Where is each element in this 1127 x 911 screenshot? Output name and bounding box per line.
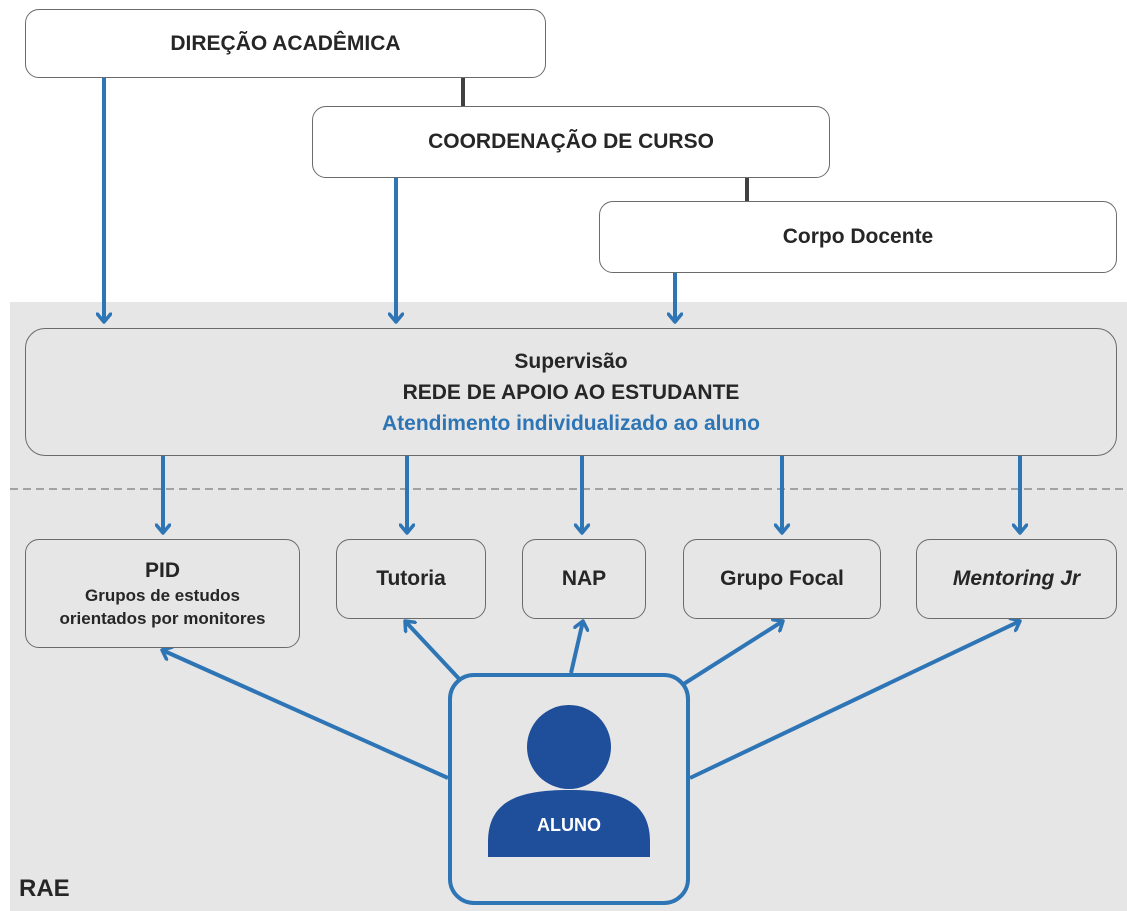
rae-label: RAE — [19, 875, 70, 902]
grupo-focal-box: Grupo Focal — [683, 539, 881, 619]
mentoring-jr-label: Mentoring Jr — [952, 567, 1081, 590]
arrow-aluno-nap — [569, 621, 583, 674]
atendimento-subtitle: Atendimento individualizado ao aluno — [381, 411, 760, 435]
corpo-docente-label: Corpo Docente — [782, 225, 934, 248]
direcao-academica-box: DIREÇÃO ACADÊMICA — [25, 9, 546, 78]
arrow-aluno-grupo-focal — [680, 621, 783, 687]
coordenacao-curso-label: COORDENAÇÃO DE CURSO — [428, 130, 714, 153]
direcao-academica-label: DIREÇÃO ACADÊMICA — [170, 31, 401, 55]
arrow-aluno-tutoria — [405, 621, 465, 685]
pid-description-line1: Grupos de estudos — [85, 586, 240, 605]
rede-apoio-title: REDE DE APOIO AO ESTUDANTE — [402, 380, 740, 404]
grupo-focal-label: Grupo Focal — [720, 567, 844, 590]
supervisao-box: Supervisão REDE DE APOIO AO ESTUDANTE At… — [25, 328, 1117, 456]
nap-label: NAP — [561, 567, 607, 590]
tutoria-box: Tutoria — [336, 539, 486, 619]
person-body — [488, 790, 650, 857]
mentoring-jr-box: Mentoring Jr — [916, 539, 1117, 619]
aluno-label: ALUNO — [537, 815, 601, 835]
person-head — [527, 705, 611, 789]
arrow-aluno-mentoring — [689, 621, 1020, 780]
arrow-aluno-pid — [162, 650, 449, 780]
tutoria-label: Tutoria — [376, 567, 446, 590]
supervisao-title: Supervisão — [514, 349, 628, 373]
pid-description-line2: orientados por monitores — [59, 609, 266, 628]
corpo-docente-box: Corpo Docente — [599, 201, 1117, 273]
pid-box: PID Grupos de estudos orientados por mon… — [25, 539, 300, 648]
pid-title: PID — [144, 559, 180, 582]
nap-box: NAP — [522, 539, 646, 619]
coordenacao-curso-box: COORDENAÇÃO DE CURSO — [312, 106, 830, 178]
